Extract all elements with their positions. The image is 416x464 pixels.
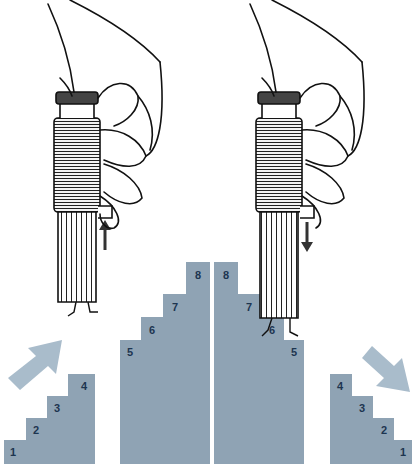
stepping-tool (256, 92, 314, 336)
step-number: 6 (269, 325, 275, 336)
step-number: 1 (10, 447, 16, 458)
direction-arrow (362, 346, 410, 392)
step-number: 3 (359, 403, 365, 414)
small-arrow (301, 222, 313, 252)
step-number: 3 (54, 403, 60, 414)
stepping-tool (54, 92, 112, 316)
direction-arrow (8, 340, 62, 390)
step-number: 4 (81, 381, 87, 392)
step-number: 8 (223, 270, 229, 281)
hand (250, 0, 364, 228)
step-number: 7 (246, 302, 252, 313)
tall-staircase (120, 262, 210, 464)
step-number: 5 (127, 347, 133, 358)
step-number: 8 (195, 270, 201, 281)
step-number: 1 (400, 447, 406, 458)
step-number: 4 (337, 381, 343, 392)
small-arrow (99, 220, 111, 250)
step-number: 5 (291, 347, 297, 358)
step-number: 7 (172, 302, 178, 313)
step-number: 2 (381, 425, 387, 436)
hand (48, 0, 162, 228)
step-number: 2 (33, 425, 39, 436)
step-number: 6 (149, 325, 155, 336)
